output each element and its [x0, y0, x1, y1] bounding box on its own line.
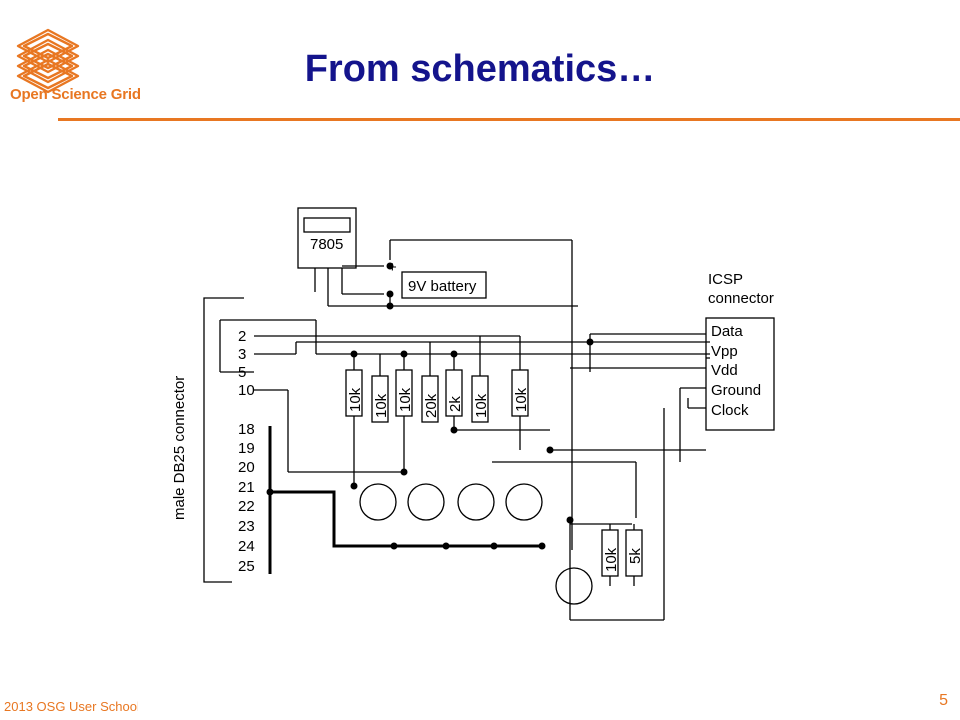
db25-pin: 21	[238, 479, 255, 496]
db25-label: male DB25 connector	[171, 376, 188, 520]
icsp-pin: Ground	[711, 382, 761, 399]
battery-label: 9V battery	[408, 278, 477, 295]
db25-pin: 10	[238, 382, 255, 399]
db25-pin: 25	[238, 558, 255, 575]
db25-pin: 22	[238, 498, 255, 515]
icsp-pin: Vpp	[711, 343, 738, 360]
db25-pin: 24	[238, 538, 255, 555]
circuit-schematic: 7805 + - 9V battery male DB25 connector …	[171, 207, 775, 621]
icsp-box	[705, 317, 775, 431]
resistor-label: 10k	[603, 547, 620, 572]
regulator-label: 7805	[310, 236, 343, 253]
battery-box	[401, 271, 487, 299]
db25-pin: 20	[238, 459, 255, 476]
resistor-label: 10k	[513, 387, 530, 412]
resistor-label: 10k	[347, 387, 364, 412]
icsp-title: ICSP	[708, 271, 743, 288]
resistor-label: 2k	[447, 396, 464, 412]
regulator-body	[297, 207, 357, 269]
resistor-label: 10k	[473, 393, 490, 418]
battery-plus-label: +	[388, 259, 397, 276]
icsp-pin: Clock	[711, 402, 749, 419]
icsp-pin: Vdd	[711, 362, 738, 379]
page-number: 5	[939, 692, 948, 709]
battery-minus-label: -	[388, 285, 393, 302]
resistor-label: 20k	[423, 393, 440, 418]
db25-pin: 18	[238, 421, 255, 438]
db25-pin: 5	[238, 364, 246, 381]
resistor-label: 10k	[373, 393, 390, 418]
title-divider	[58, 118, 960, 121]
icsp-title: connector	[708, 290, 774, 307]
osg-logo-icon	[16, 28, 80, 94]
db25-pin: 23	[238, 518, 255, 535]
slide-title: From schematics…	[304, 48, 656, 90]
resistor-label: 10k	[397, 387, 414, 412]
db25-pin: 3	[238, 346, 246, 363]
db25-pin: 19	[238, 440, 255, 457]
db25-pin: 2	[238, 328, 246, 345]
resistor-label: 5k	[627, 548, 644, 564]
icsp-pin: Data	[711, 323, 743, 340]
footer-text: 2013 OSG User School	[4, 699, 138, 714]
logo-text: Open Science Grid	[10, 86, 141, 103]
